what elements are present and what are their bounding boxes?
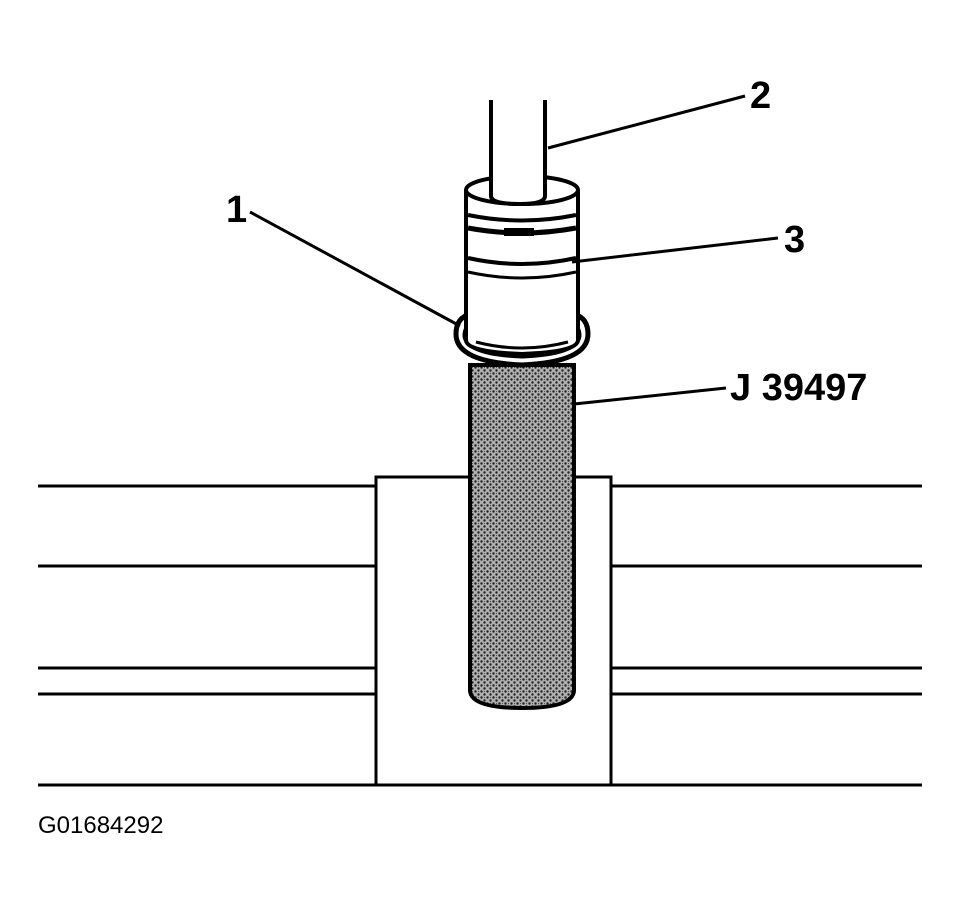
callout-tool: J 39497 (730, 367, 867, 409)
fitting-groove-4 (467, 270, 577, 280)
leader-2 (547, 94, 746, 150)
pipe (489, 100, 547, 207)
leader-3 (571, 236, 779, 264)
callout-2: 2 (750, 75, 771, 117)
callout-1: 1 (226, 189, 247, 231)
pipe-body (489, 100, 547, 207)
callout-3: 3 (784, 219, 805, 261)
fitting-base-ring (475, 340, 569, 350)
fitting-body (464, 190, 580, 357)
fitting-notch (504, 228, 534, 236)
fitting-groove-3 (467, 256, 577, 266)
screen-mesh-body (468, 363, 576, 711)
o-ring-outer (453, 311, 591, 368)
fitting-groove-1 (467, 213, 577, 223)
leader-tool (573, 386, 727, 406)
screen-tool-j39497 (468, 363, 576, 711)
leader-lines (249, 94, 779, 406)
leader-1 (249, 210, 461, 328)
housing (38, 475, 922, 787)
figure-id: G01684292 (38, 812, 163, 839)
